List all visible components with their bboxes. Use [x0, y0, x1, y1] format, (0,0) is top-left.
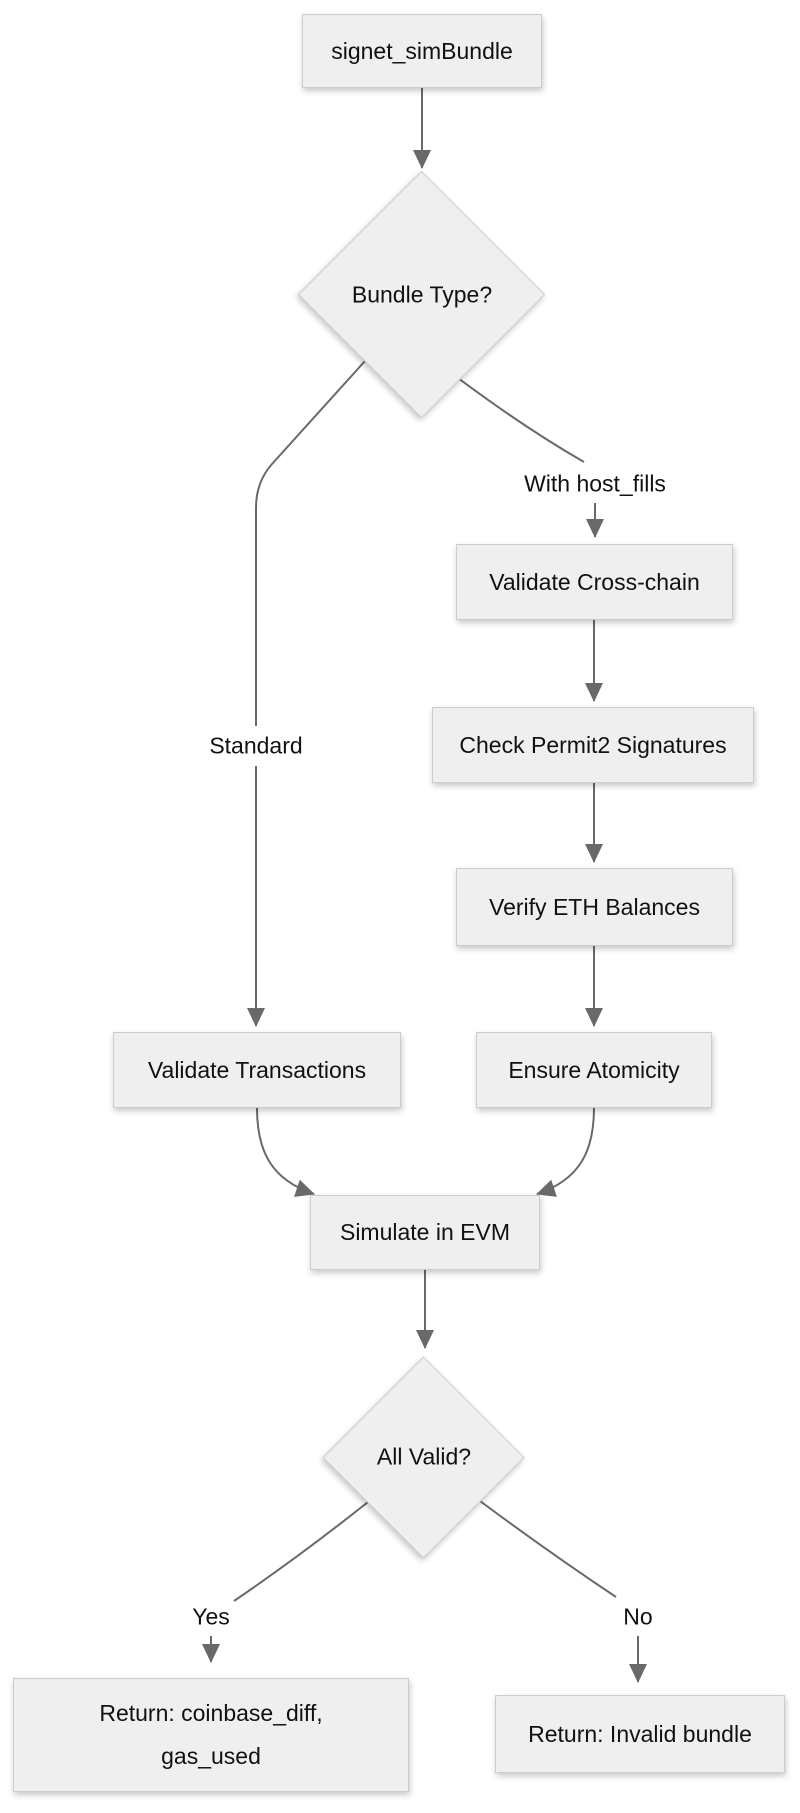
node-start: signet_simBundle — [302, 14, 542, 88]
node-check-permit2-signatures: Check Permit2 Signatures — [432, 707, 754, 783]
edge-bundle-type-to-with-host-fills — [457, 377, 585, 463]
node-all-valid-label: All Valid? — [376, 1443, 472, 1470]
node-simulate-in-evm-label: Simulate in EVM — [339, 1219, 510, 1246]
node-verify-eth-balances-label: Verify ETH Balances — [489, 893, 700, 920]
edge-all-valid-to-yes — [233, 1501, 369, 1602]
node-validate-transactions: Validate Transactions — [113, 1032, 401, 1108]
node-validate-cross-chain: Validate Cross-chain — [456, 544, 733, 620]
edge-ensure-atomicity-to-simulate — [536, 1107, 595, 1197]
node-return-success-label: Return: coinbase_diff, gas_used — [99, 1700, 323, 1769]
node-start-label: signet_simBundle — [331, 37, 513, 64]
node-return-invalid: Return: Invalid bundle — [495, 1695, 785, 1773]
node-ensure-atomicity: Ensure Atomicity — [476, 1032, 712, 1108]
edge-label-yes: Yes — [187, 1603, 235, 1631]
node-simulate-in-evm: Simulate in EVM — [310, 1195, 540, 1270]
node-return-invalid-label: Return: Invalid bundle — [528, 1720, 752, 1747]
edge-label-no: No — [618, 1603, 658, 1631]
node-return-success: Return: coinbase_diff, gas_used — [13, 1678, 409, 1792]
node-check-permit2-signatures-label: Check Permit2 Signatures — [459, 731, 727, 758]
node-validate-transactions-label: Validate Transactions — [147, 1056, 367, 1083]
edge-label-standard: Standard — [204, 732, 308, 760]
node-verify-eth-balances: Verify ETH Balances — [456, 868, 733, 946]
edge-label-with-host-fills: With host_fills — [519, 470, 671, 498]
edge-bundle-type-to-validate-transactions-upper — [255, 360, 366, 726]
edge-validate-transactions-to-simulate — [256, 1107, 315, 1197]
node-validate-cross-chain-label: Validate Cross-chain — [489, 568, 700, 595]
node-ensure-atomicity-label: Ensure Atomicity — [508, 1056, 680, 1083]
node-bundle-type-label: Bundle Type? — [351, 281, 493, 308]
edge-all-valid-to-no — [479, 1500, 617, 1598]
